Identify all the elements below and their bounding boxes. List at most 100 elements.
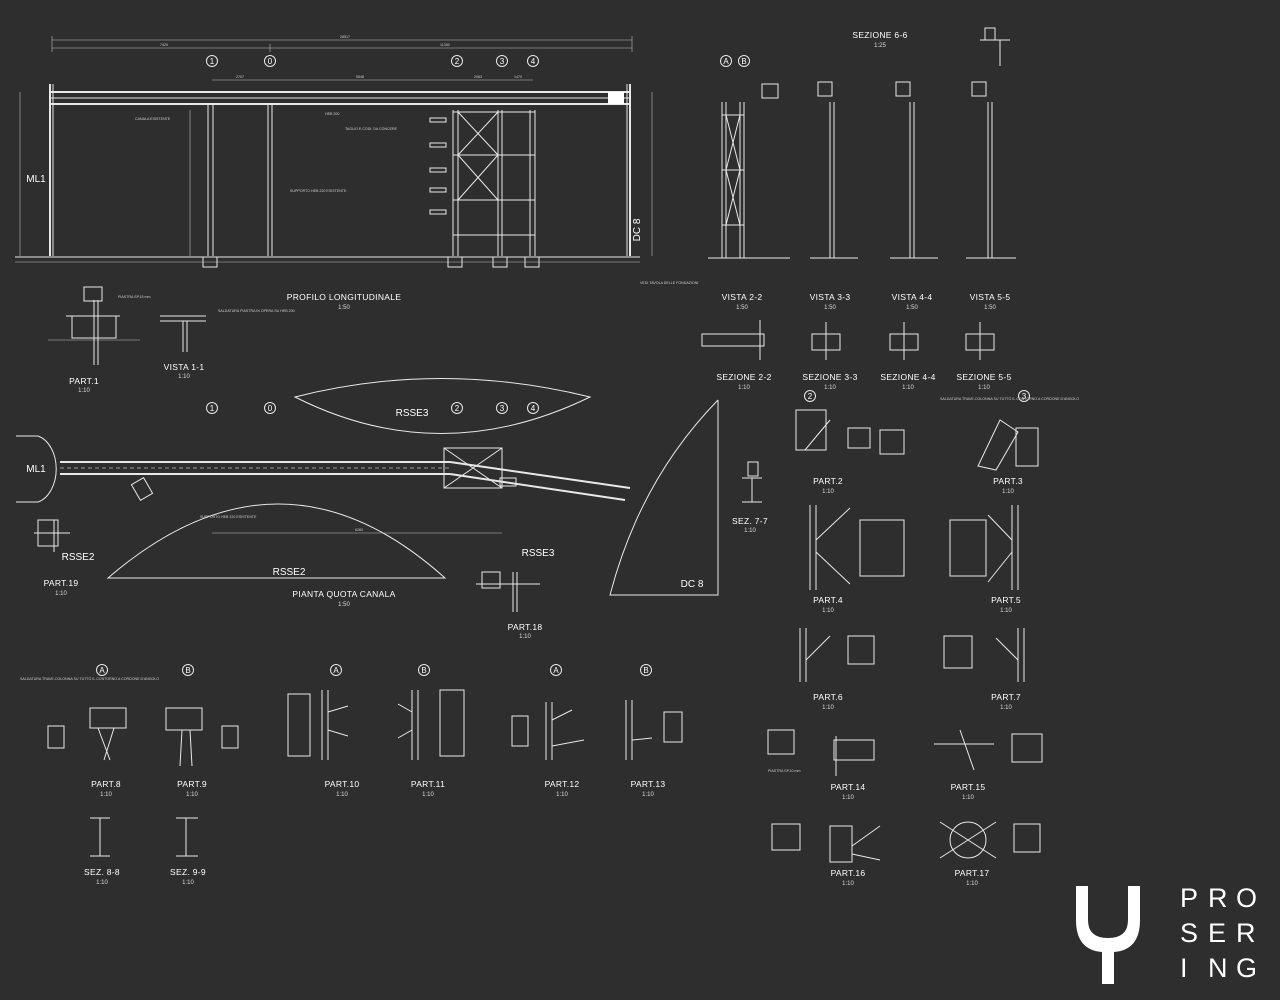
svg-text:1: 1	[210, 57, 215, 66]
vista-5-5-elevation: VISTA 5-5 1:50	[966, 82, 1016, 311]
sezione-2-2-detail: SEZIONE 2-2 1:10	[702, 320, 771, 391]
dim-2083: 2083	[474, 75, 482, 79]
title-sez77: SEZ. 7-7	[732, 516, 768, 526]
svg-text:B: B	[741, 57, 746, 66]
logo-wordmark: P R O S E R I N G	[1180, 883, 1257, 983]
scale-sez77: 1:10	[744, 528, 756, 534]
part-2-detail: 2 PART.2 1:10	[796, 391, 904, 495]
pianta-quota-canala-plan: 1 0 2 3 4 RSSE3 RSSE2 ML1 DC 8 SUPPORTO …	[16, 379, 718, 608]
svg-text:A: A	[99, 666, 105, 675]
title-part18: PART.18	[508, 622, 543, 632]
plan-bubble-2: 2	[452, 403, 463, 414]
title-pianta-quota-canala: PIANTA QUOTA CANALA	[292, 589, 395, 599]
part-17-detail: PART.17 1:10	[940, 822, 1040, 887]
part-18-detail: RSSE3 PART.18 1:10	[476, 548, 555, 640]
proser-ing-logo: P R O S E R I N G	[1076, 883, 1257, 984]
part-3-detail: 3 SALDATURA TRAVE-COLONNA SU TUTTO IL CO…	[940, 391, 1079, 495]
logo-letter-6: R	[1236, 918, 1256, 948]
scale-part12: 1:10	[556, 792, 568, 798]
svg-text:2: 2	[808, 392, 813, 401]
title-part11: PART.11	[411, 779, 445, 789]
note-saldatura-v11: SALDATURA PIASTRA IN OPERA SU HEB 200	[218, 309, 295, 313]
title-sezione-6-6: SEZIONE 6-6	[852, 30, 907, 40]
scale-part8: 1:10	[100, 792, 112, 798]
grid-bubble-1: 1	[207, 56, 218, 67]
label-rsse3-top: RSSE3	[396, 408, 429, 419]
part-10-detail: A PART.10 1:10	[288, 665, 360, 798]
dim-7420: 7420	[160, 43, 168, 47]
svg-text:0: 0	[268, 57, 273, 66]
title-part13: PART.13	[631, 779, 666, 789]
svg-text:B: B	[421, 666, 426, 675]
grid-bubble-4: 4	[528, 56, 539, 67]
note-vedi-tavola: VEDI TAVOLA DELLE FONDAZIONI	[640, 281, 698, 285]
part-6-detail: PART.6 1:10	[800, 628, 874, 711]
label-rsse3-bottom: RSSE3	[522, 548, 555, 559]
dim-plan-6260: 6260	[355, 528, 363, 532]
label-dc8-plan: DC 8	[681, 579, 704, 590]
title-part8: PART.8	[91, 779, 121, 789]
title-part19: PART.19	[44, 578, 79, 588]
title-profilo-longitudinale: PROFILO LONGITUDINALE	[287, 292, 401, 302]
part-9-detail: B PART.9 1:10	[166, 665, 238, 798]
part-8-detail: A SALDATURA TRAVE-COLONNA SU TUTTO IL CO…	[20, 665, 159, 798]
svg-text:2: 2	[455, 404, 460, 413]
part-14-detail: PIASTRA SP.10 mm PART.14 1:10	[768, 730, 874, 801]
dim-total: 28517	[340, 35, 350, 39]
grid-bubble-3: 3	[497, 56, 508, 67]
note-piastra-p1: PIASTRA SP.15 mm	[118, 295, 151, 299]
title-sezione-5-5: SEZIONE 5-5	[956, 372, 1011, 382]
sez-8-8-detail: SEZ. 8-8 1:10	[84, 818, 120, 886]
title-vista-3-3: VISTA 3-3	[810, 292, 851, 302]
scale-part18: 1:10	[519, 634, 531, 640]
logo-letter-2: R	[1208, 883, 1228, 913]
svg-text:A: A	[553, 666, 559, 675]
dim-5548: 5548	[356, 75, 364, 79]
part-19-detail: RSSE2 PART.19 1:10	[34, 520, 95, 597]
note-canala: CANALA ESISTENTE	[135, 117, 171, 121]
title-vista-4-4: VISTA 4-4	[892, 292, 933, 302]
title-part10: PART.10	[325, 779, 360, 789]
logo-letter-5: E	[1208, 918, 1226, 948]
scale-sez99: 1:10	[182, 880, 194, 886]
scale-vista-5-5: 1:50	[984, 305, 996, 311]
scale-sezione-5-5: 1:10	[978, 385, 990, 391]
part-4-detail: PART.4 1:10	[810, 505, 904, 614]
sez-7-7-detail: SEZ. 7-7 1:10	[732, 462, 768, 534]
scale-part15: 1:10	[962, 795, 974, 801]
title-part1: PART.1	[69, 376, 99, 386]
title-part2: PART.2	[813, 476, 843, 486]
scale-vista-1-1: 1:10	[178, 374, 190, 380]
title-part17: PART.17	[955, 868, 990, 878]
sezione-5-5-detail: SEZIONE 5-5 1:10	[956, 322, 1011, 391]
title-part12: PART.12	[545, 779, 580, 789]
svg-text:4: 4	[531, 404, 536, 413]
label-ml1: ML1	[26, 174, 46, 185]
svg-text:B: B	[643, 666, 648, 675]
note-supporto: SUPPORTO HEB 220 ESISTENTE	[290, 189, 347, 193]
scale-part10: 1:10	[336, 792, 348, 798]
scale-part1: 1:10	[78, 388, 90, 394]
svg-text:1: 1	[210, 404, 215, 413]
title-vista-1-1: VISTA 1-1	[164, 362, 205, 372]
scale-vista-3-3: 1:50	[824, 305, 836, 311]
scale-part14: 1:10	[842, 795, 854, 801]
part-12-detail: A PART.12 1:10	[512, 665, 584, 798]
profilo-longitudinale-elevation: 28517 7420 11350 1 0 2 3 4 2707 5548 208…	[15, 35, 652, 311]
logo-letter-4: S	[1180, 918, 1198, 948]
plan-bubble-4: 4	[528, 403, 539, 414]
logo-letter-3: O	[1236, 883, 1257, 913]
note-portale: SUPPORTO HEB 220 ESISTENTE	[200, 515, 257, 519]
part-15-detail: PART.15 1:10	[934, 730, 1042, 801]
title-part15: PART.15	[951, 782, 986, 792]
scale-sezione-2-2: 1:10	[738, 385, 750, 391]
plan-bubble-0: 0	[265, 403, 276, 414]
scale-part19: 1:10	[55, 591, 67, 597]
title-part9: PART.9	[177, 779, 207, 789]
sezione-4-4-detail: SEZIONE 4-4 1:10	[880, 322, 935, 391]
psi-logo-mark-icon	[1076, 886, 1140, 984]
dim-1470: 1470	[514, 75, 522, 79]
vista-1-1-detail: SALDATURA PIASTRA IN OPERA SU HEB 200 VI…	[160, 309, 295, 380]
svg-text:B: B	[185, 666, 190, 675]
scale-sez88: 1:10	[96, 880, 108, 886]
